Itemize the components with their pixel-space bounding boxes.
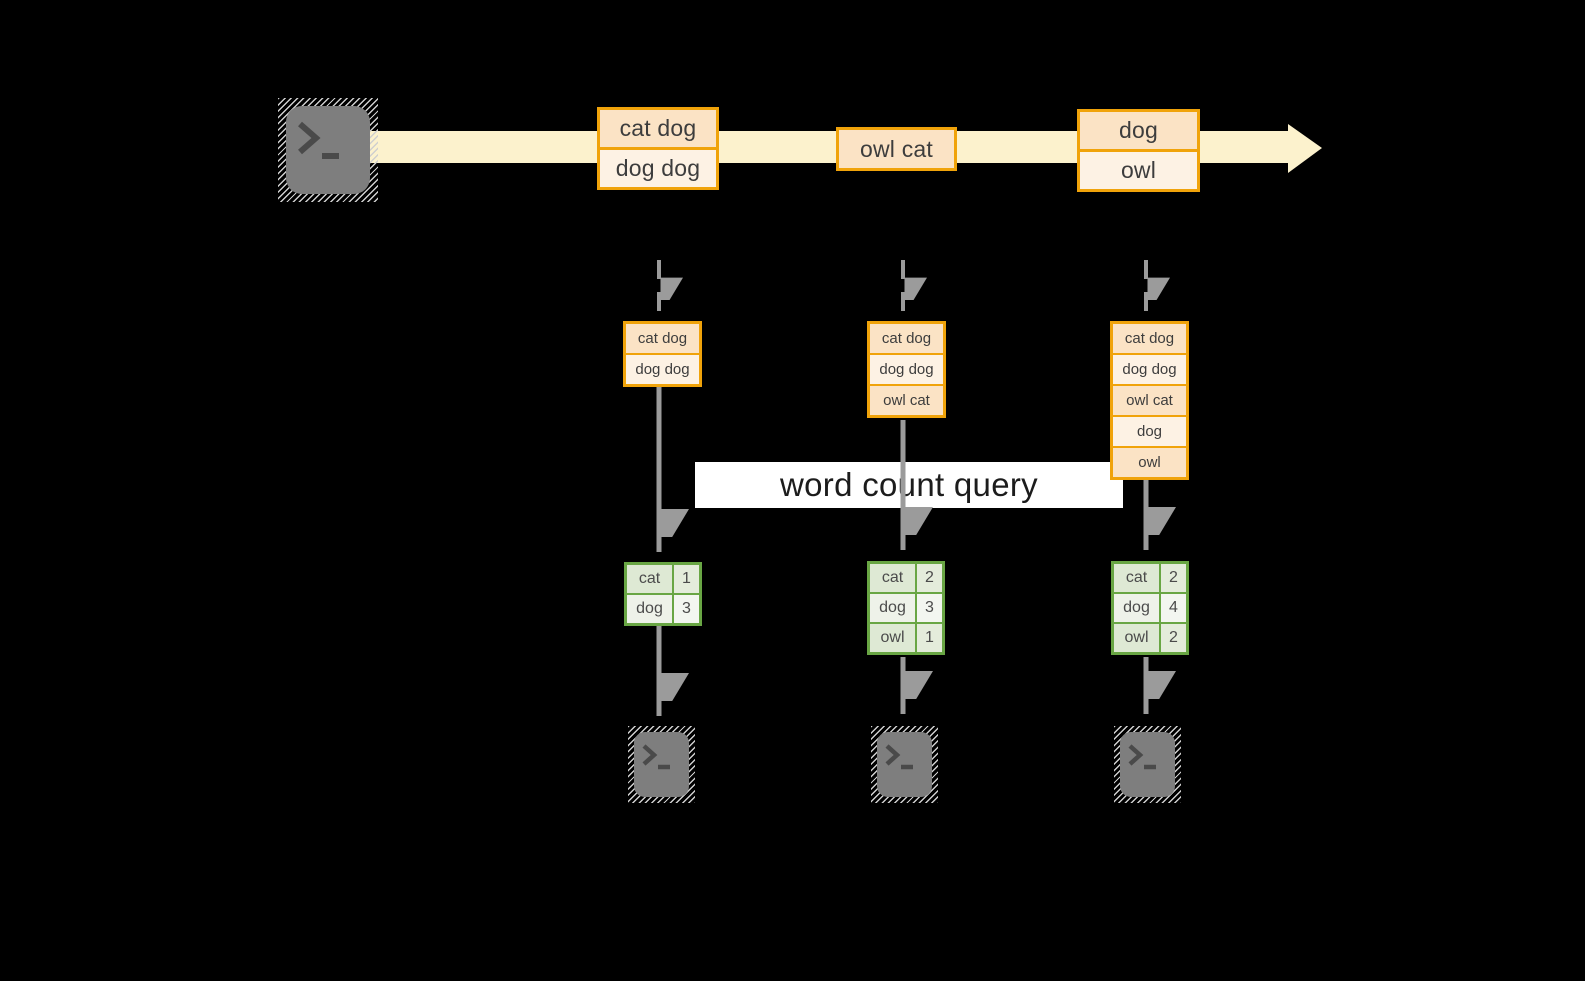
count-cell: 3 bbox=[674, 595, 699, 623]
count-cell: 1 bbox=[674, 565, 699, 593]
stream-message: dog owl bbox=[1077, 109, 1200, 192]
terminal-icon bbox=[871, 726, 938, 803]
stream-message: cat dog dog dog bbox=[597, 107, 719, 190]
count-table: cat 1 dog 3 bbox=[624, 562, 702, 626]
prompt-icon bbox=[1128, 744, 1156, 770]
message-line: owl bbox=[1080, 152, 1197, 189]
word-cell: cat bbox=[1114, 564, 1159, 592]
message-line: owl cat bbox=[839, 130, 954, 168]
buffer-stack: cat dog dog dog owl cat dog owl bbox=[1110, 321, 1189, 480]
buffer-item: cat dog bbox=[870, 324, 943, 353]
count-cell: 2 bbox=[1161, 624, 1186, 652]
count-cell: 2 bbox=[1161, 564, 1186, 592]
stream-message: owl cat bbox=[836, 127, 957, 171]
prompt-icon bbox=[642, 744, 670, 770]
buffer-item: owl bbox=[1113, 448, 1186, 477]
terminal-screen bbox=[634, 732, 689, 797]
word-cell: owl bbox=[870, 624, 915, 652]
terminal-icon bbox=[628, 726, 695, 803]
count-cell: 1 bbox=[917, 624, 942, 652]
word-cell: dog bbox=[1114, 594, 1159, 622]
message-line: dog bbox=[1080, 112, 1197, 149]
terminal-icon bbox=[1114, 726, 1181, 803]
prompt-icon bbox=[298, 121, 339, 159]
buffer-item: owl cat bbox=[870, 386, 943, 415]
buffer-item: dog dog bbox=[870, 355, 943, 384]
count-table: cat 2 dog 3 owl 1 bbox=[867, 561, 945, 655]
word-cell: cat bbox=[870, 564, 915, 592]
query-label: word count query bbox=[780, 466, 1038, 503]
buffer-item: cat dog bbox=[1113, 324, 1186, 353]
buffer-stack: cat dog dog dog bbox=[623, 321, 702, 387]
message-line: cat dog bbox=[600, 110, 716, 147]
count-cell: 4 bbox=[1161, 594, 1186, 622]
terminal-screen bbox=[877, 732, 932, 797]
terminal-icon bbox=[278, 98, 378, 202]
buffer-item: dog dog bbox=[626, 355, 699, 384]
buffer-item: owl cat bbox=[1113, 386, 1186, 415]
word-cell: cat bbox=[627, 565, 672, 593]
count-cell: 3 bbox=[917, 594, 942, 622]
word-cell: owl bbox=[1114, 624, 1159, 652]
prompt-icon bbox=[885, 744, 913, 770]
buffer-item: dog bbox=[1113, 417, 1186, 446]
query-label-bar: word count query bbox=[695, 462, 1123, 508]
count-cell: 2 bbox=[917, 564, 942, 592]
message-line: dog dog bbox=[600, 150, 716, 187]
count-table: cat 2 dog 4 owl 2 bbox=[1111, 561, 1189, 655]
terminal-screen bbox=[1120, 732, 1175, 797]
word-cell: dog bbox=[870, 594, 915, 622]
buffer-item: dog dog bbox=[1113, 355, 1186, 384]
buffer-item: cat dog bbox=[626, 324, 699, 353]
terminal-screen bbox=[286, 106, 370, 194]
word-cell: dog bbox=[627, 595, 672, 623]
buffer-stack: cat dog dog dog owl cat bbox=[867, 321, 946, 418]
